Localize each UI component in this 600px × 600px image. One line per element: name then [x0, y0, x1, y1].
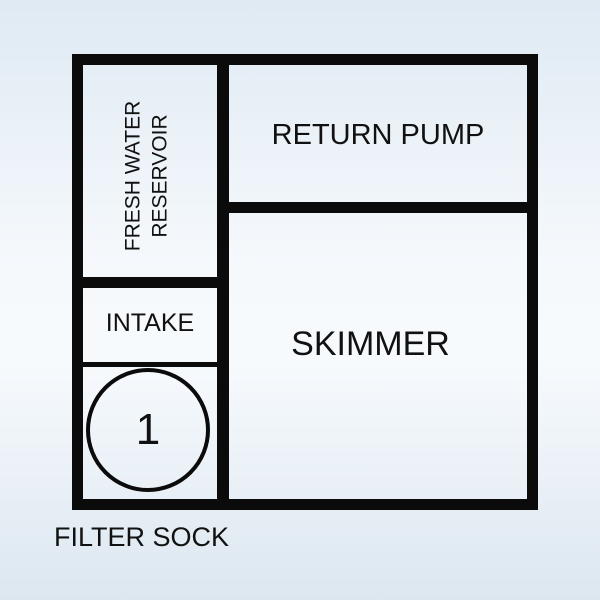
return-pump-label: RETURN PUMP — [271, 119, 485, 151]
fresh-water-reservoir-section: FRESH WATER RESERVOIR — [106, 96, 186, 256]
divider-intake-filter — [72, 362, 229, 367]
frame-top — [72, 54, 538, 65]
filter-sock-caption: FILTER SOCK — [54, 522, 230, 552]
filter-sock-circle-icon: 1 — [86, 368, 210, 492]
fresh-water-reservoir-label: FRESH WATER RESERVOIR — [121, 100, 171, 252]
divider-reservoir-intake — [72, 277, 229, 288]
frame-bottom — [72, 499, 538, 510]
filter-sock-number: 1 — [135, 405, 161, 454]
skimmer-label: SKIMMER — [291, 325, 450, 363]
intake-label: INTAKE — [105, 309, 195, 337]
divider-return-skimmer — [217, 202, 538, 213]
frame-right — [527, 54, 538, 510]
